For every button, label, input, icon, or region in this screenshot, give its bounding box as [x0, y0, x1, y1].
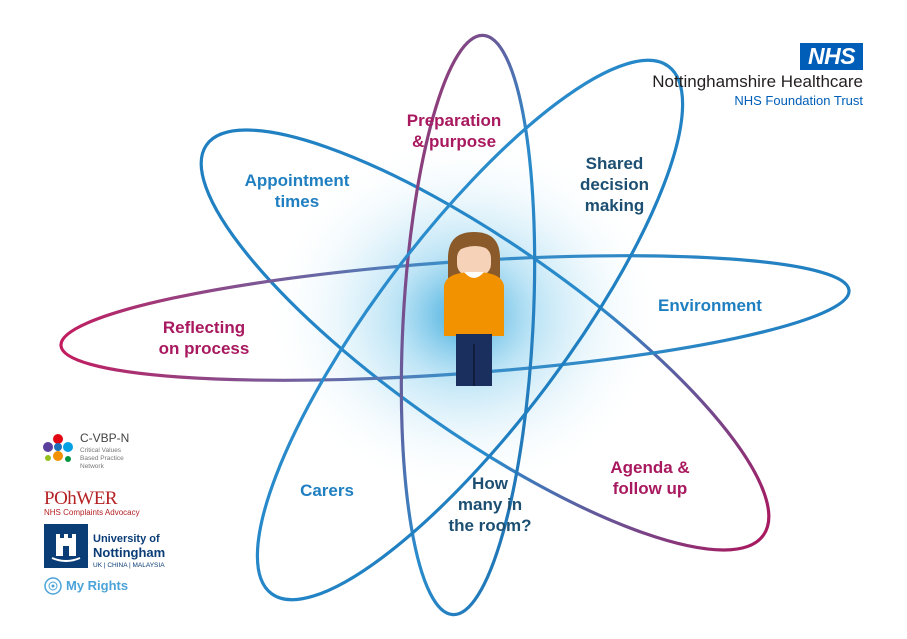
myrights-icon	[44, 577, 62, 595]
orbit-appointment-agenda	[199, 128, 771, 552]
label-carers: Carers	[300, 481, 354, 500]
person-figure	[444, 232, 504, 386]
trust-name: Nottinghamshire Healthcare	[652, 72, 863, 91]
label-preparation-purpose: Preparation& purpose	[406, 111, 502, 151]
trust-subtitle: NHS Foundation Trust	[734, 93, 863, 108]
cvbp-title: C-VBP-N	[80, 431, 130, 445]
cvbp-logo	[43, 434, 73, 462]
nhs-logo: NHS	[800, 43, 863, 70]
uon-campuses: UK | CHINA | MALAYSIA	[93, 562, 165, 569]
pohwer-logo: POhWER	[44, 488, 118, 509]
label-environment: Environment	[658, 296, 762, 315]
uon-name-line2: Nottingham	[93, 545, 166, 560]
pohwer-subtitle: NHS Complaints Advocacy	[44, 508, 140, 517]
label-agenda-follow-up: Agenda &follow up	[610, 458, 690, 498]
orbit-shared-carers	[255, 58, 685, 602]
uon-name-line1: University of	[93, 533, 160, 545]
cvbp-subtitle: Critical Values Based Practice Network	[80, 447, 124, 470]
orbit-preparation-howmany	[399, 33, 537, 617]
uon-crest-icon	[44, 524, 88, 568]
myrights-logo: My Rights	[66, 578, 129, 593]
